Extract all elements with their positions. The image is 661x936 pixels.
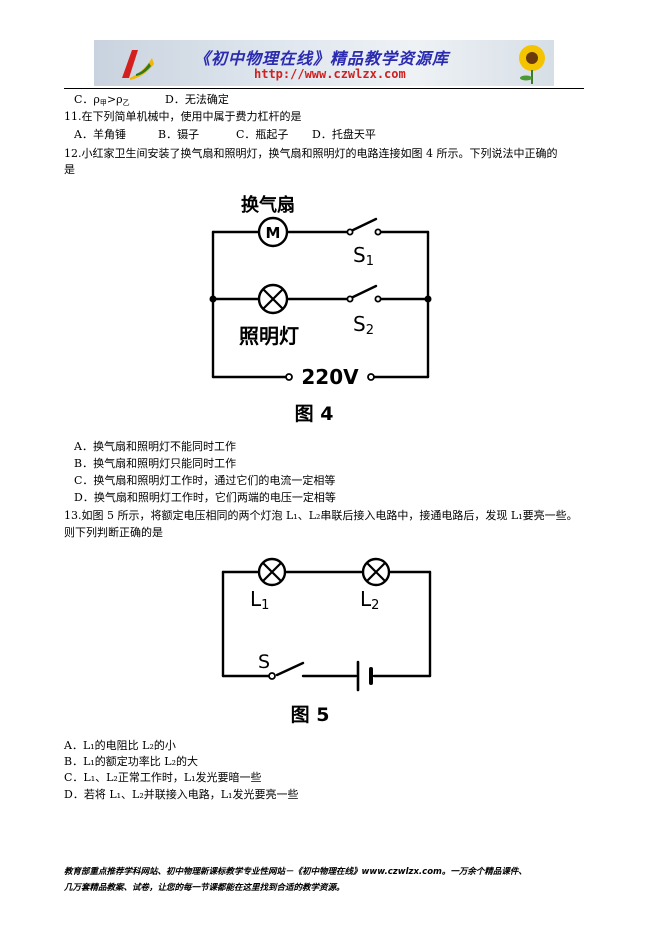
motor-symbol-icon (257, 216, 289, 248)
q12-option-c: C．换气扇和照明灯工作时，通过它们的电流一定相等 (74, 474, 336, 487)
header-banner: 《初中物理在线》精品教学资源库 http://www.czwlzx.com (94, 40, 554, 86)
q11-option-d: D．托盘天平 (312, 128, 376, 141)
footer-line-2: 几万套精品教案、试卷，让您的每一节课都能在这里找到合适的教学资源。 (64, 883, 345, 893)
figure-4-circuit: 换气扇 M S1 S2 照明灯 220V 图 4 (209, 194, 432, 425)
page-footer: 教育部重点推荐学科网站、初中物理新课标教学专业性网站－《初中物理在线》www.c… (64, 864, 604, 896)
question-12-stem-cont: 是 (64, 163, 75, 176)
terminal-left (285, 373, 293, 381)
site-logo-icon (122, 50, 154, 80)
footer-line-1: 教育部重点推荐学科网站、初中物理新课标教学专业性网站－《初中物理在线》www.c… (64, 867, 527, 877)
q13-option-d: D．若将 L₁、L₂并联接入电路，L₁发光要亮一些 (64, 788, 299, 801)
option-d-prev: D．无法确定 (165, 93, 229, 106)
q11-option-c: C．瓶起子 (236, 128, 289, 141)
lamp-2-icon (361, 557, 391, 587)
switch-label: S (258, 651, 270, 673)
q12-option-d: D．换气扇和照明灯工作时，它们两端的电压一定相等 (74, 491, 336, 504)
junction-left (209, 295, 217, 303)
q12-option-a: A．换气扇和照明灯不能同时工作 (74, 440, 236, 453)
banner-url[interactable]: http://www.czwlzx.com (254, 67, 406, 81)
junction-right (424, 295, 432, 303)
q13-option-c: C．L₁、L₂正常工作时，L₁发光要暗一些 (64, 771, 262, 784)
question-11-stem: 11.在下列简单机械中，使用中属于费力杠杆的是 (64, 110, 302, 123)
sunflower-icon (519, 45, 545, 84)
lamp-1-icon (257, 557, 287, 587)
lamp-symbol-icon (257, 283, 289, 315)
figure-4-caption: 图 4 (295, 403, 334, 425)
header-rule (64, 88, 584, 89)
q11-option-b: B．镊子 (158, 128, 200, 141)
question-13-stem-cont: 则下列判断正确的是 (64, 526, 163, 539)
figure-5-circuit: L1 L2 S 图 5 (221, 557, 432, 726)
banner-title: 《初中物理在线》精品教学资源库 (194, 49, 450, 68)
switch-2-label: S2 (353, 312, 374, 338)
q13-option-b: B．L₁的额定功率比 L₂的大 (64, 755, 199, 768)
q12-option-b: B．换气扇和照明灯只能同时工作 (74, 457, 237, 470)
option-c-prev: C．ρ甲>ρ乙 (74, 93, 130, 107)
lamp-1-label: L1 (250, 587, 269, 613)
voltage-label: 220V (301, 365, 359, 389)
figure-5-caption: 图 5 (291, 704, 330, 726)
q11-option-a: A．羊角锤 (74, 128, 126, 141)
fan-label: 换气扇 (241, 194, 295, 216)
switch-2-contact (346, 295, 354, 303)
terminal-right (367, 373, 375, 381)
q13-option-a: A．L₁的电阻比 L₂的小 (64, 739, 176, 752)
question-12-stem: 12.小红家卫生间安装了换气扇和照明灯，换气扇和照明灯的电路连接如图 4 所示。… (64, 147, 558, 160)
switch-contact (268, 672, 276, 680)
lamp-label: 照明灯 (239, 324, 299, 348)
question-13-stem: 13.如图 5 所示，将额定电压相同的两个灯泡 L₁、L₂串联后接入电路中，接通… (64, 509, 578, 522)
switch-1-contact (346, 228, 354, 236)
lamp-2-label: L2 (360, 587, 379, 613)
motor-label: M (266, 224, 281, 242)
switch-1-label: S1 (353, 243, 374, 269)
